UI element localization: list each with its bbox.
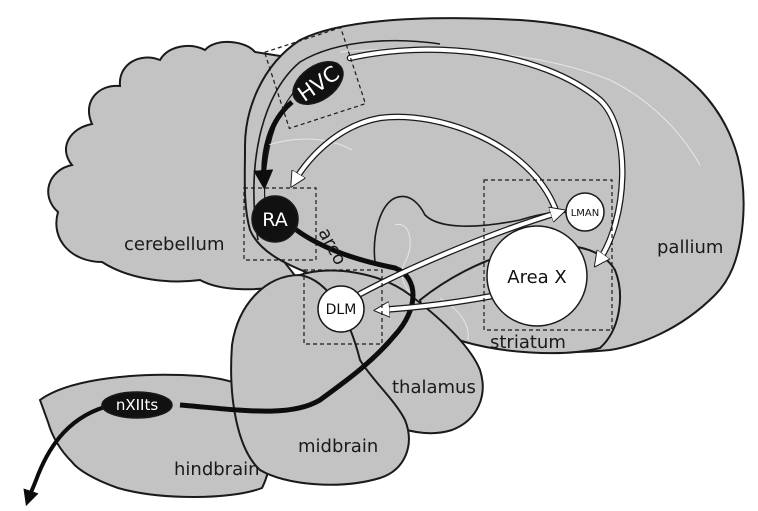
- striatum-label: striatum: [490, 332, 566, 353]
- nxiits-label: nXIIts: [116, 396, 159, 414]
- area-x-label: Area X: [507, 267, 566, 288]
- dlm-label: DLM: [326, 302, 357, 318]
- lman-nucleus: LMAN: [566, 193, 604, 231]
- thalamus-label: thalamus: [392, 377, 476, 398]
- lman-label: LMAN: [571, 208, 600, 219]
- pallium-label: pallium: [657, 237, 723, 258]
- area-x-nucleus: Area X: [487, 226, 587, 326]
- midbrain-label: midbrain: [298, 436, 378, 457]
- hindbrain-label: hindbrain: [174, 459, 260, 480]
- ra-nucleus: RA: [252, 196, 298, 242]
- ra-label: RA: [262, 209, 287, 231]
- nxiits-nucleus: nXIIts: [102, 392, 172, 418]
- cerebellum-label: cerebellum: [124, 234, 225, 255]
- dlm-nucleus: DLM: [318, 286, 364, 332]
